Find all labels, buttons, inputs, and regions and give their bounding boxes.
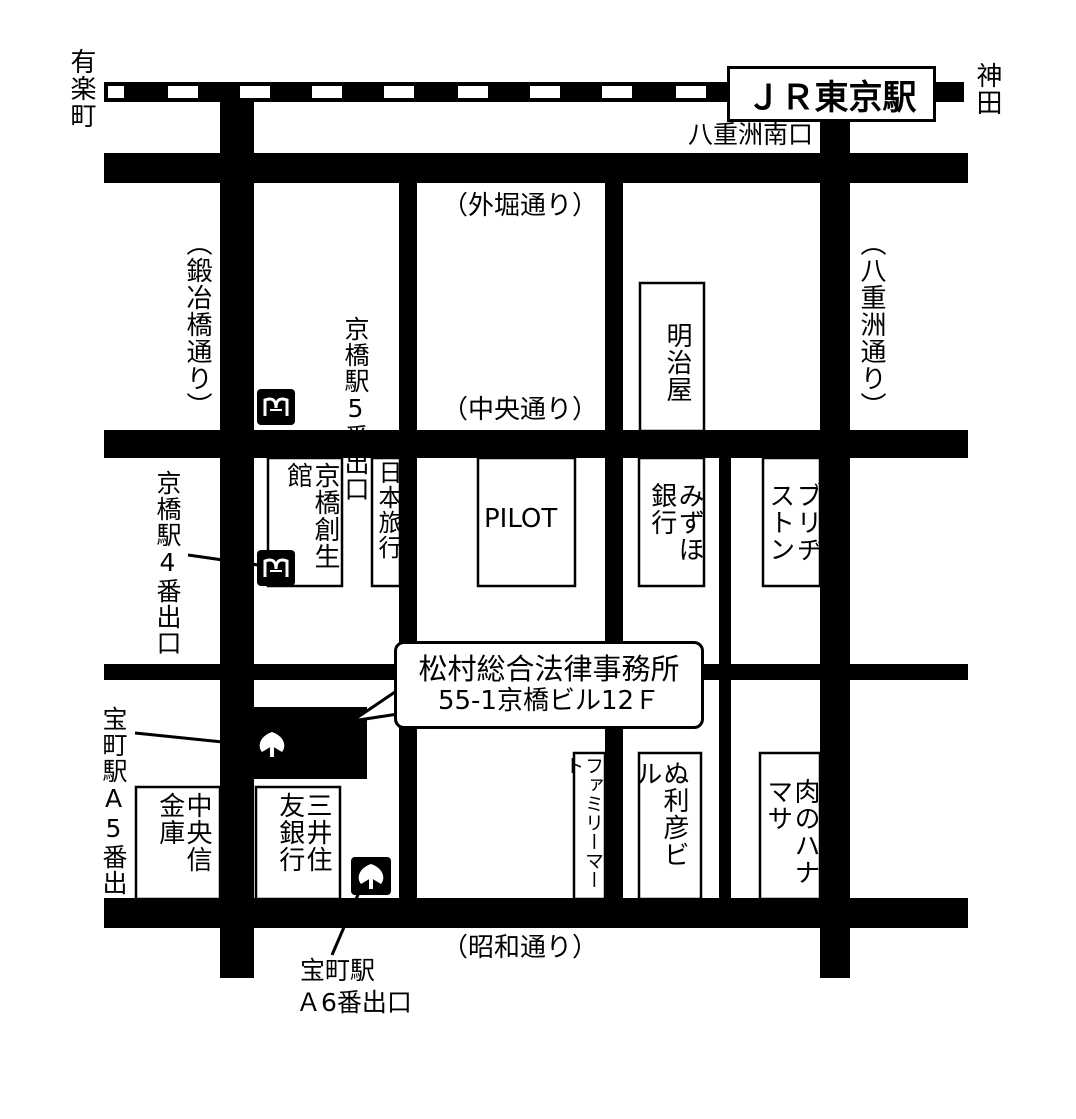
leader-kyobashi-4 bbox=[187, 553, 259, 567]
takaracho-a5-exit-label: 宝町駅A5番出口 bbox=[99, 706, 128, 922]
pilot-label: PILOT bbox=[484, 504, 558, 534]
building-nutoshihiko bbox=[637, 751, 703, 901]
showa-street-label: （昭和通り） bbox=[442, 933, 599, 963]
nihon-ryoko-label: 日本旅行 bbox=[374, 460, 402, 560]
destination-address: 55-1京橋ビル12Ｆ bbox=[437, 685, 661, 716]
sotobori-street-label: （外堀通り） bbox=[442, 191, 599, 221]
tokyo-metro-icon bbox=[257, 389, 295, 425]
chuo-street-label: （中央通り） bbox=[442, 395, 599, 425]
mitsui-sumitomo-label: 三井住友銀行 bbox=[274, 792, 332, 873]
jr-tokyo-station-label: ＪＲ東京駅 bbox=[727, 66, 936, 122]
kajibashi-street-label: （鍛冶橋通り） bbox=[182, 230, 212, 419]
kyobashi-exit-5-label: 京橋駅5番出口 bbox=[341, 316, 370, 502]
building-chuo-shinkin bbox=[134, 785, 222, 901]
road-kajibashi bbox=[220, 100, 254, 978]
yaesu-street-label: （八重洲通り） bbox=[856, 230, 886, 419]
building-mitsui-sumitomo bbox=[254, 785, 342, 901]
building-familymart bbox=[572, 751, 607, 901]
kyobashi-sokan-label: 京橋創生館 bbox=[282, 462, 340, 570]
rail-ticks bbox=[108, 86, 706, 98]
kanda-label: 神田 bbox=[972, 62, 1002, 116]
takaracho-a6-exit-label-1: 宝町駅 bbox=[300, 956, 376, 985]
mizuho-label: みずほ銀行 bbox=[646, 482, 704, 563]
building-meijiya bbox=[638, 281, 706, 433]
building-nihon-ryoko bbox=[370, 456, 402, 588]
kyobashi-exit-4-label: 京橋駅4番出口 bbox=[153, 470, 182, 656]
building-pilot bbox=[476, 456, 577, 588]
takaracho-a6-exit-label-2: Ａ6番出口 bbox=[296, 988, 412, 1017]
tokyo-metro-icon bbox=[257, 550, 295, 586]
nutoshihiko-label: ぬ利彦ビル bbox=[631, 760, 689, 868]
leader-takaracho-a6 bbox=[330, 889, 362, 956]
hanamasa-label: 肉のハナマサ bbox=[762, 778, 820, 886]
chuo-shinkin-label: 中央信金庫 bbox=[154, 792, 212, 873]
building-hanamasa bbox=[758, 751, 822, 901]
yurakucho-label: 有楽町 bbox=[66, 48, 96, 129]
destination-name: 松村総合法律事務所 bbox=[418, 652, 680, 687]
building-kyobashi-sokan bbox=[266, 456, 344, 588]
bridgestone-label: ブリヂストン bbox=[764, 482, 822, 563]
destination-callout: 松村総合法律事務所 55-1京橋ビル12Ｆ bbox=[394, 641, 704, 729]
building-mizuho bbox=[637, 456, 706, 588]
familymart-label: ファミリーマート bbox=[562, 756, 604, 889]
building-bridgestone bbox=[761, 456, 822, 588]
road-yaesu bbox=[820, 100, 850, 978]
toei-subway-icon bbox=[351, 857, 391, 895]
callout-pointer bbox=[350, 688, 400, 723]
meijiya-label: 明治屋 bbox=[662, 322, 692, 403]
yaesu-south-exit-label: 八重洲南口 bbox=[688, 120, 814, 149]
road-v4 bbox=[719, 458, 731, 898]
road-v3 bbox=[605, 183, 623, 898]
toei-subway-icon bbox=[252, 725, 292, 763]
leader-takaracho-a5 bbox=[134, 731, 253, 747]
